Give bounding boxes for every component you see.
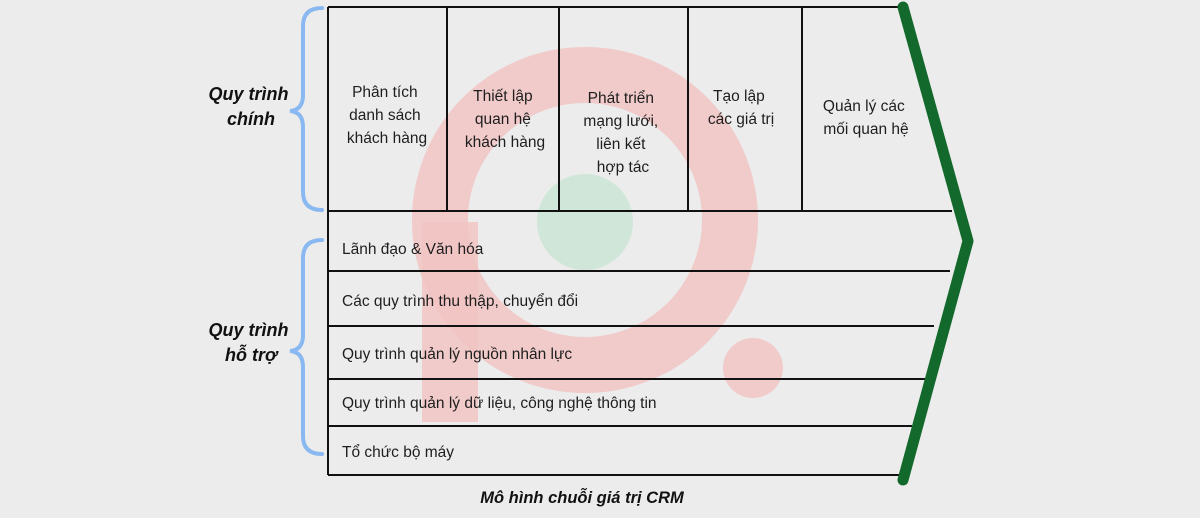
support-group-label: Quy trình hỗ trợ [208,320,293,365]
primary-activity-line: Thiết lập [473,88,532,105]
support-label-line: Quy trình [208,320,288,340]
support-activity-hr: Quy trình quản lý nguồn nhân lực [342,346,572,363]
primary-activity-value-creation: Tạo lập các giá trị [708,88,774,128]
support-activity-leadership: Lãnh đạo & Văn hóa [342,241,484,258]
primary-activity-line: khách hàng [465,134,545,151]
primary-activity-line: quan hệ [475,111,531,128]
primary-activity-line: hợp tác [597,159,650,176]
value-chain-frame [327,6,952,476]
primary-label-line: chính [227,109,275,129]
primary-activity-line: danh sách [349,107,421,124]
watermark-logo [412,47,783,422]
primary-activity-line: các giá trị [708,111,774,128]
support-activity-organization: Tổ chức bộ máy [342,444,454,461]
support-brace [289,238,324,456]
support-activity-acquisition: Các quy trình thu thập, chuyển đổi [342,293,578,310]
primary-activity-relationship-management: Quản lý các mối quan hệ [823,98,909,138]
primary-group-label: Quy trình chính [208,84,293,129]
primary-activity-line: mạng lưới, [583,113,658,130]
primary-label-line: Quy trình [208,84,288,104]
primary-activity-line: Phân tích [352,84,418,101]
primary-activity-network: Phát triển mạng lưới, liên kết hợp tác [583,90,662,176]
primary-activity-line: Phát triển [588,90,654,107]
primary-activity-line: Tạo lập [713,88,765,105]
primary-activity-customer-analysis: Phân tích danh sách khách hàng [347,84,427,147]
primary-activity-line: khách hàng [347,130,427,147]
support-label-line: hỗ trợ [225,344,279,365]
chevron-arrow [897,1,974,486]
primary-activity-customer-relations: Thiết lập quan hệ khách hàng [465,88,545,151]
support-activity-data-it: Quy trình quản lý dữ liệu, công nghệ thô… [342,395,657,412]
primary-activity-line: liên kết [596,136,646,153]
diagram-caption: Mô hình chuỗi giá trị CRM [480,487,685,507]
primary-activity-line: Quản lý các [823,98,905,115]
primary-activity-line: mối quan hệ [823,121,908,138]
primary-brace [289,6,324,212]
